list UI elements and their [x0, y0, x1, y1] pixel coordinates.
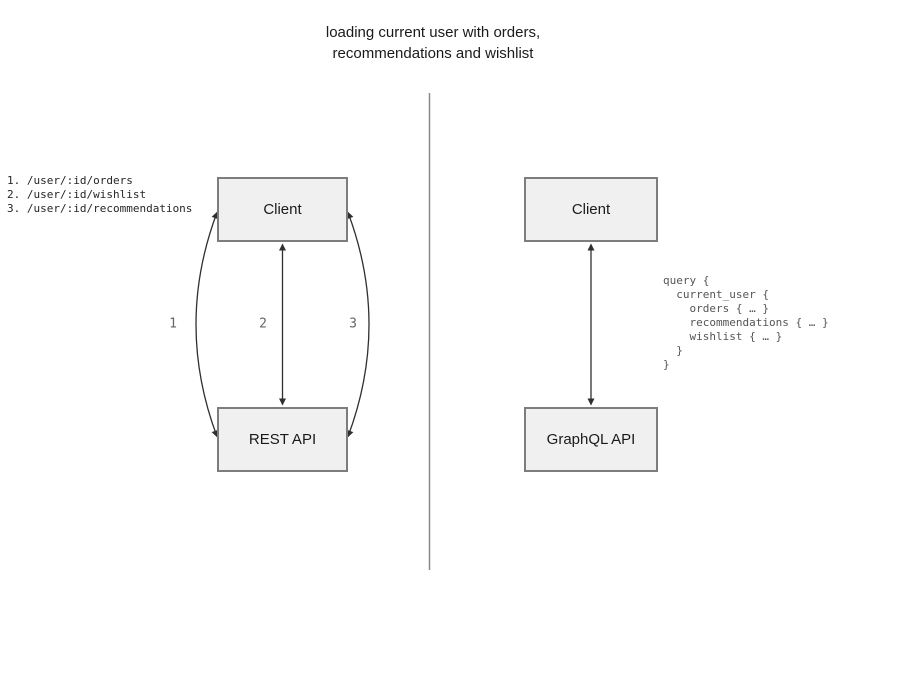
rest-client-box: Client — [217, 177, 348, 242]
graphql-query-code: query { current_user { orders { … } reco… — [663, 274, 829, 371]
graphql-client-box: Client — [524, 177, 658, 242]
graphql-client-label: Client — [571, 201, 611, 218]
arrow-label-3: 3 — [349, 316, 357, 332]
diagram-title: loading current user with orders, recomm… — [325, 24, 541, 62]
rest-arrow-3 — [346, 211, 370, 438]
graphql-api-label: GraphQL API — [546, 431, 636, 448]
arrow-label-2: 2 — [259, 316, 267, 332]
rest-api-label: REST API — [248, 431, 317, 448]
rest-arrow-1 — [195, 211, 219, 438]
rest-api-box: REST API — [217, 407, 348, 472]
rest-endpoints-list: 1. /user/:id/orders 2. /user/:id/wishlis… — [7, 174, 193, 215]
rest-client-label: Client — [263, 201, 302, 218]
arrow-label-1: 1 — [169, 316, 177, 332]
graphql-api-box: GraphQL API — [524, 407, 658, 472]
